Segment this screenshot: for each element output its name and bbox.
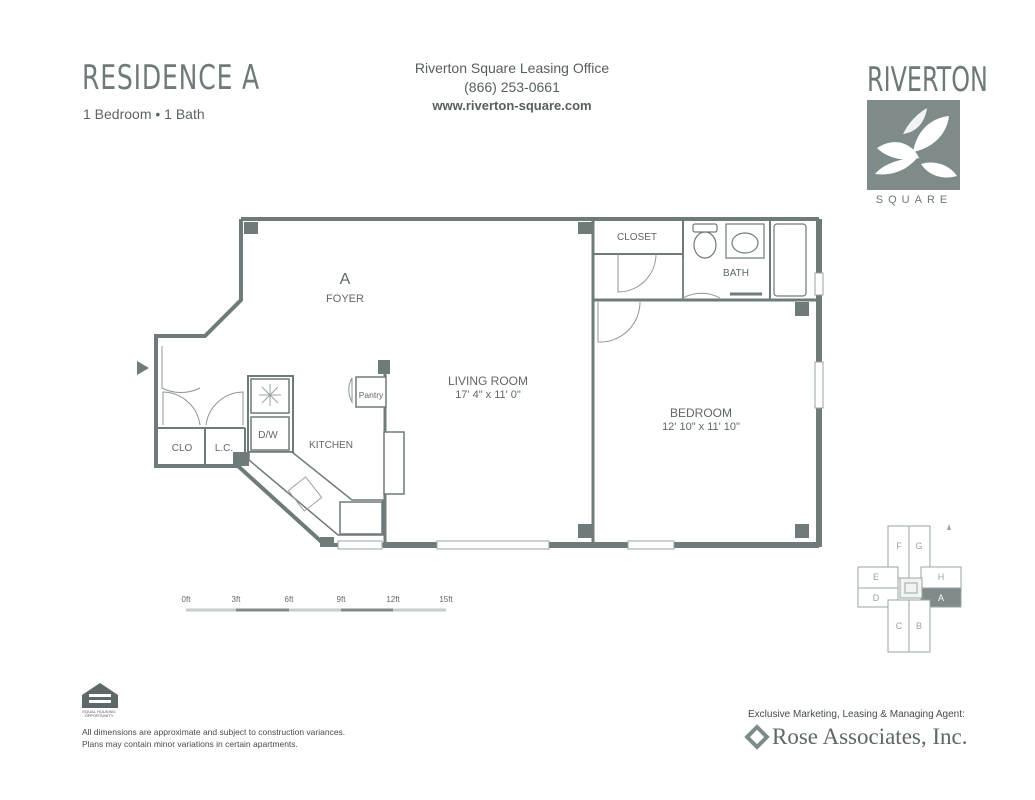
closet-label: CLOSET <box>617 232 657 243</box>
bedroom-label: BEDROOM <box>670 406 732 420</box>
keyplan-unit-label: B <box>916 621 922 631</box>
scale-tick-label: 9ft <box>337 595 347 604</box>
unit-letter: A <box>340 271 351 288</box>
window-living <box>436 540 550 550</box>
leasing-office-phone[interactable]: (866) 253-0661 <box>464 79 560 95</box>
residence-title: RESIDENCE A <box>82 58 261 98</box>
keyplan-unit-label: F <box>896 541 902 551</box>
pantry <box>355 376 387 408</box>
scale-tick-label: 15ft <box>439 595 453 604</box>
dishwasher-label: D/W <box>258 430 278 441</box>
bathtub-icon <box>773 223 807 297</box>
bath-label: BATH <box>723 268 749 279</box>
disclaimer-line-1: All dimensions are approximate and subje… <box>82 727 346 737</box>
north-arrow-icon <box>947 524 951 530</box>
scale-tick-label: 0ft <box>182 595 192 604</box>
keyplan-unit-label: G <box>915 541 922 551</box>
pantry-label: Pantry <box>359 390 384 400</box>
keyplan-unit-label: H <box>938 572 945 582</box>
window-bath <box>814 272 824 296</box>
sink-icon <box>731 232 759 254</box>
equal-housing-label: EQUAL HOUSING OPPORTUNITY <box>82 709 116 718</box>
equal-housing-icon <box>82 683 118 708</box>
keyplan-unit-label: C <box>896 621 903 631</box>
window-bedroom-side <box>814 361 824 409</box>
bedroom-dims: 12' 10" x 11' 10" <box>662 421 740 433</box>
keyplan-unit-label: A <box>938 593 944 603</box>
agent-label: Exclusive Marketing, Leasing & Managing … <box>748 709 965 720</box>
kitchen-sink-icon <box>287 476 323 512</box>
window-bedroom <box>627 540 675 550</box>
living-room-dims: 17' 4" x 11' 0" <box>455 389 521 401</box>
keyplan-unit-label: E <box>873 572 879 582</box>
scale-tick-label: 3ft <box>232 595 242 604</box>
counter-island <box>383 431 405 495</box>
toilet-tank <box>692 223 718 233</box>
brand-leaf-logo <box>867 100 960 190</box>
window-kitchen <box>337 540 383 550</box>
range <box>339 501 383 535</box>
brand-logo-bottom-text: SQUARE <box>875 194 953 206</box>
rose-associates-logo-icon <box>744 724 770 750</box>
key-plan <box>857 525 962 653</box>
residence-subtitle: 1 Bedroom • 1 Bath <box>83 106 205 122</box>
kitchen-label: KITCHEN <box>309 440 353 451</box>
leasing-office-name: Riverton Square Leasing Office <box>414 60 610 76</box>
entry-door <box>161 346 201 394</box>
disclaimer-line-2: Plans may contain minor variations in ce… <box>82 739 298 749</box>
clo-label: CLO <box>172 443 193 454</box>
fridge-icon <box>259 384 281 406</box>
dishwasher <box>250 416 290 451</box>
foyer-label: FOYER <box>326 293 364 305</box>
scale-tick-label: 12ft <box>386 595 400 604</box>
keyplan-unit-label: D <box>873 593 880 603</box>
leasing-office-website[interactable]: www.riverton-square.com <box>432 98 592 113</box>
scale-tick-label: 6ft <box>285 595 295 604</box>
lc-label: L.C. <box>215 443 233 454</box>
agent-name: Rose Associates, Inc. <box>772 724 968 749</box>
living-room-label: LIVING ROOM <box>448 374 528 388</box>
brand-logo-top-text: RIVERTON <box>867 60 988 100</box>
exterior-wall-left <box>154 219 383 547</box>
entry-arrow-icon <box>137 361 149 375</box>
toilet-icon <box>693 231 717 259</box>
scale-bar: 0ft 3ft 6ft 9ft 12ft 15ft <box>182 595 453 612</box>
